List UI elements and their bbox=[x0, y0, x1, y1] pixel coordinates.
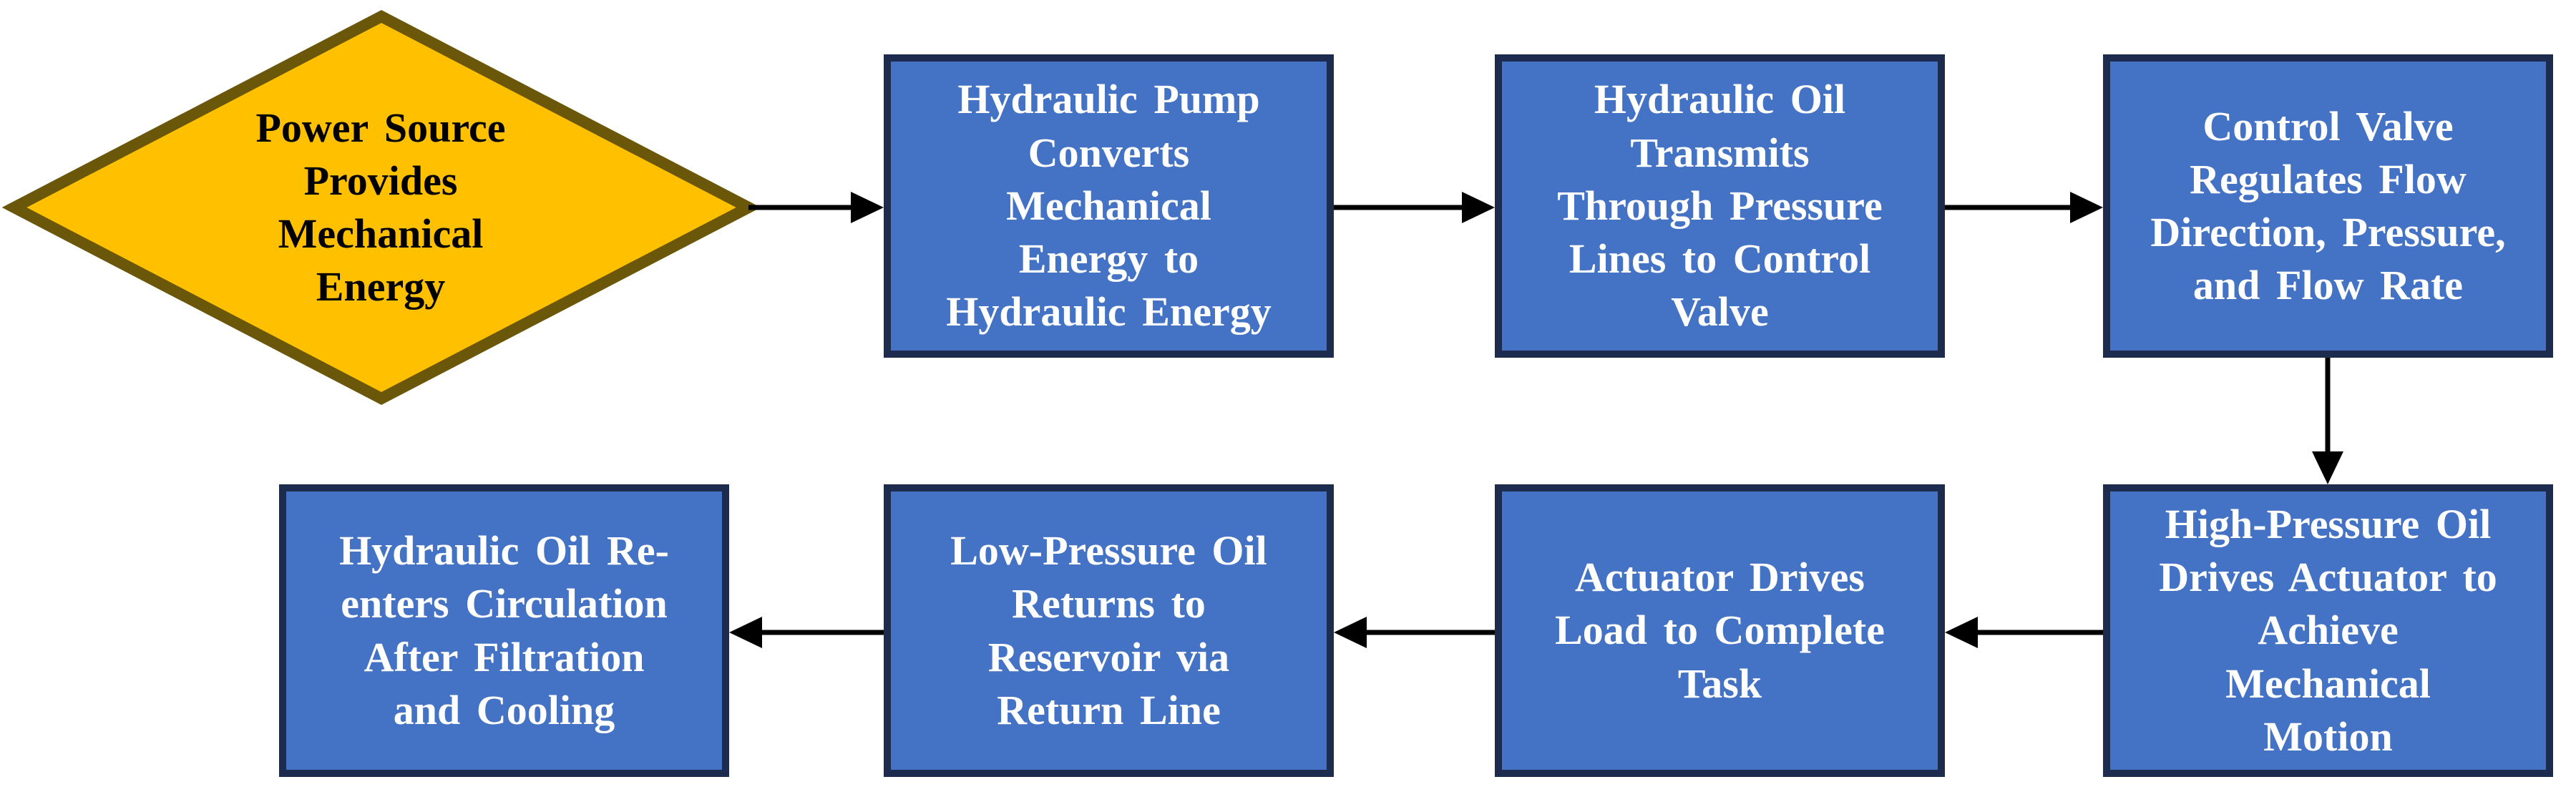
edge-high-pressure-oil-to-actuator-drives bbox=[1945, 617, 2103, 648]
node-low-pressure-oil: Low-Pressure Oil Returns to Reservoir vi… bbox=[884, 484, 1334, 777]
node-label: Hydraulic Oil Transmits Through Pressure… bbox=[1557, 76, 1883, 336]
power-source-diamond-shape bbox=[1, 9, 761, 406]
node-label: Power Source Provides Mechanical Energy bbox=[255, 104, 506, 310]
edge-oil-transmits-to-control-valve bbox=[1945, 192, 2103, 223]
node-control-valve: Control Valve Regulates Flow Direction, … bbox=[2103, 54, 2553, 358]
edge-hydraulic-pump-to-oil-transmits bbox=[1334, 192, 1495, 223]
edge-actuator-drives-to-low-pressure-oil bbox=[1334, 617, 1495, 648]
node-high-pressure-oil: High-Pressure Oil Drives Actuator to Ach… bbox=[2103, 484, 2553, 777]
node-power-source: Power Source Provides Mechanical Energy bbox=[94, 57, 667, 358]
node-actuator-drives: Actuator Drives Load to Complete Task bbox=[1495, 484, 1945, 777]
node-label: Hydraulic Pump Converts Mechanical Energ… bbox=[946, 76, 1272, 336]
node-oil-transmits: Hydraulic Oil Transmits Through Pressure… bbox=[1495, 54, 1945, 358]
node-label: Hydraulic Oil Re- enters Circulation Aft… bbox=[339, 527, 669, 733]
node-label: High-Pressure Oil Drives Actuator to Ach… bbox=[2159, 500, 2497, 760]
node-label: Actuator Drives Load to Complete Task bbox=[1555, 554, 1885, 707]
edge-control-valve-to-high-pressure-oil bbox=[2312, 358, 2343, 484]
edge-low-pressure-oil-to-oil-reenters bbox=[729, 617, 884, 648]
node-hydraulic-pump: Hydraulic Pump Converts Mechanical Energ… bbox=[884, 54, 1334, 358]
node-label: Control Valve Regulates Flow Direction, … bbox=[2150, 102, 2506, 309]
node-label: Low-Pressure Oil Returns to Reservoir vi… bbox=[950, 527, 1267, 733]
edge-power-source-to-hydraulic-pump bbox=[748, 192, 884, 223]
node-oil-reenters: Hydraulic Oil Re- enters Circulation Aft… bbox=[279, 484, 729, 777]
